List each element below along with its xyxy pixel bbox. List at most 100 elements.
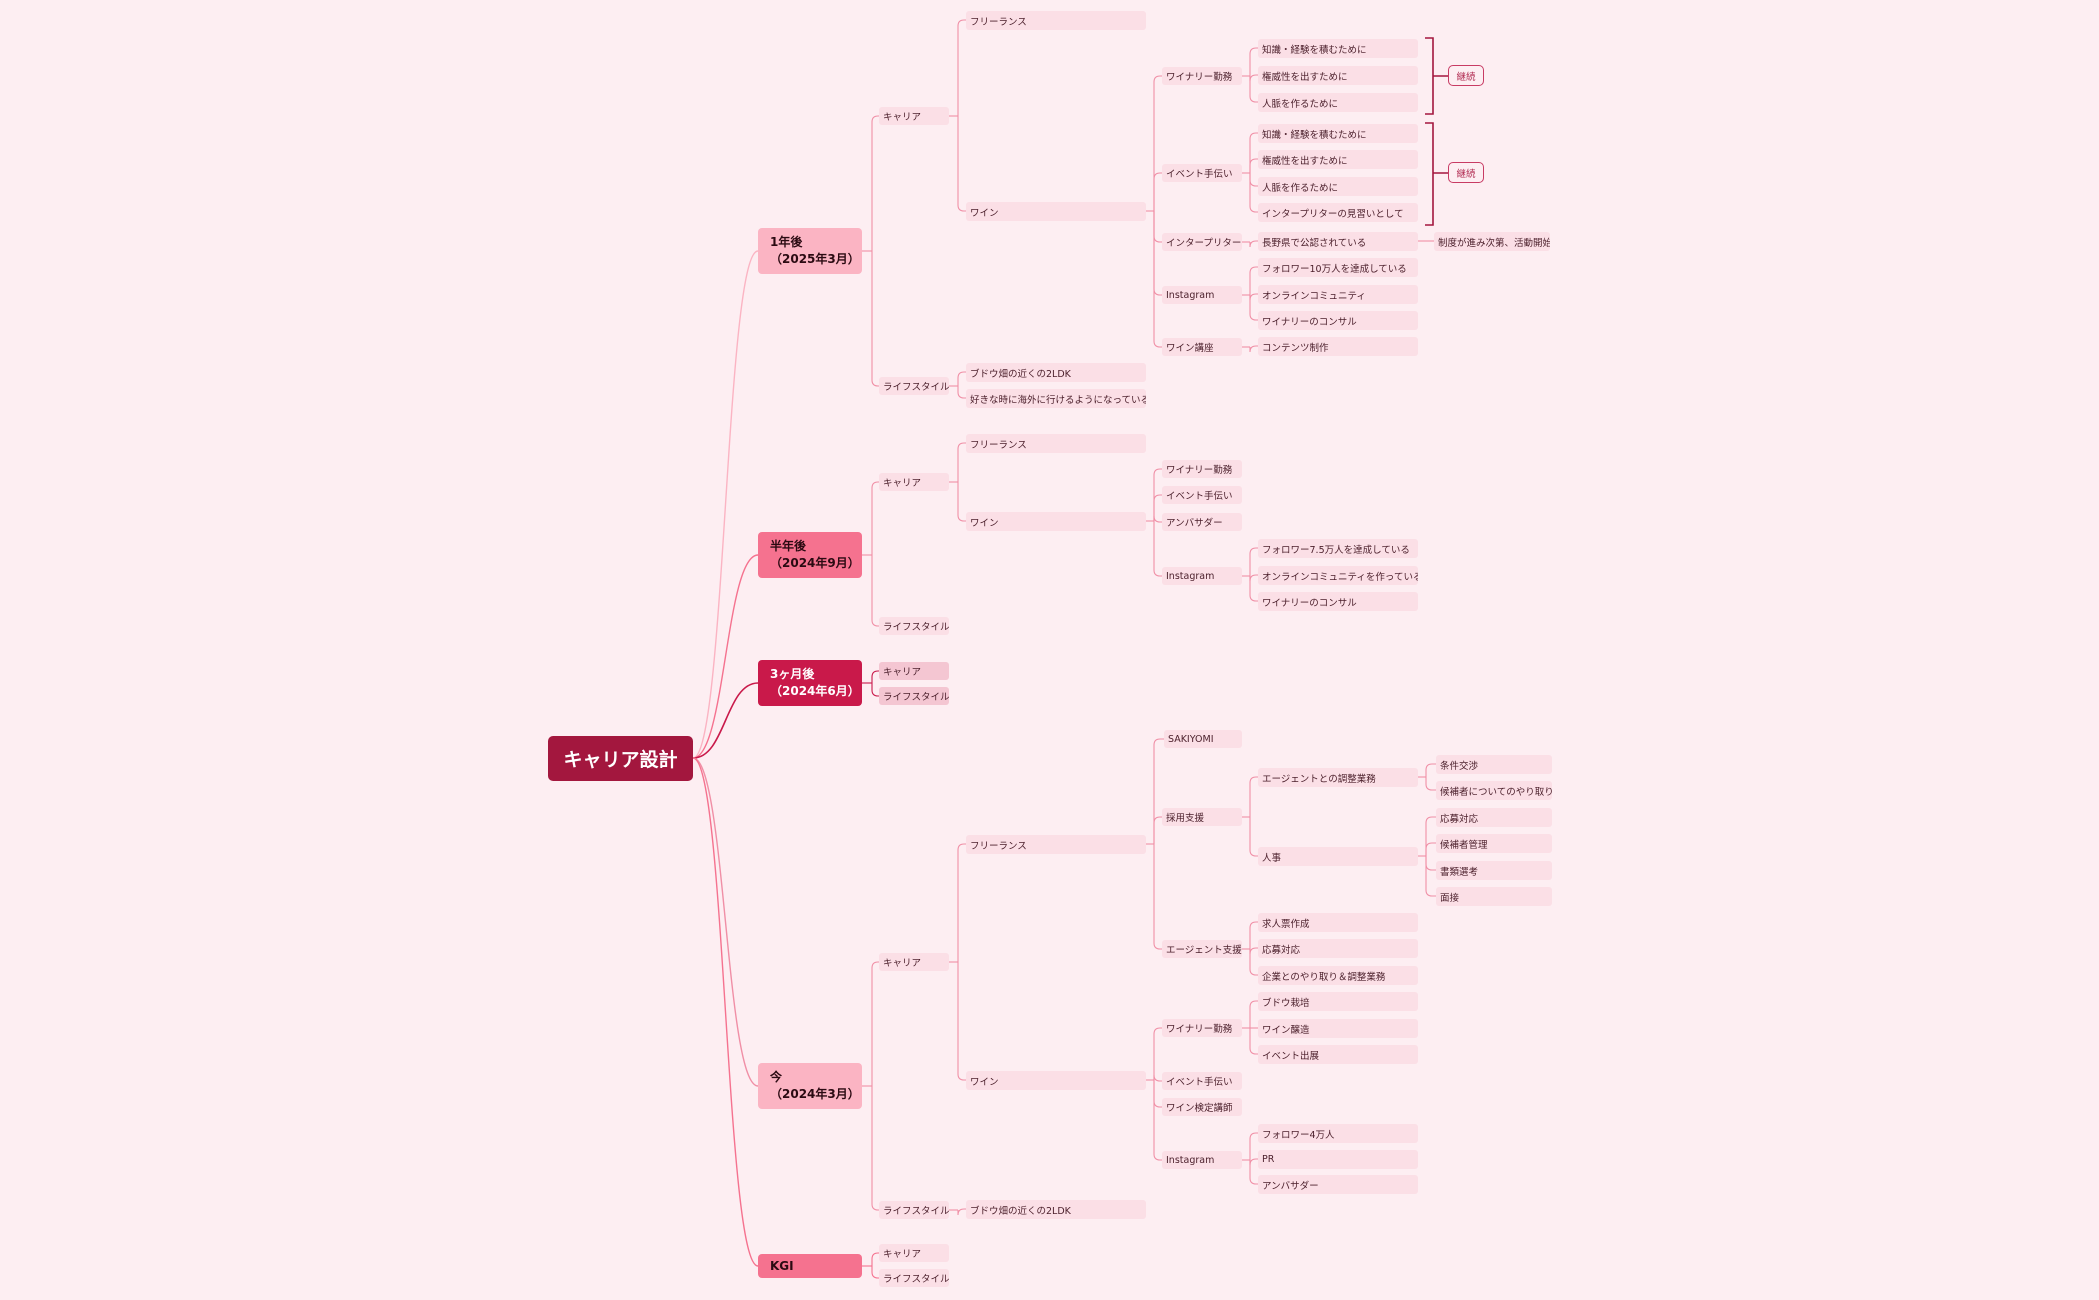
list-item[interactable]: 応募対応 [1436,808,1552,827]
connector-line [1249,949,1258,976]
connector-line [1249,1160,1258,1185]
branch-now[interactable]: 今 （2024年3月） [758,1063,862,1109]
list-item[interactable]: 人脈を作るために [1258,93,1418,112]
connector-line [957,19,966,116]
list-item[interactable]: 人脈を作るために [1258,177,1418,196]
wine-course-node[interactable]: ワイン講座 [1162,338,1242,356]
wine-node[interactable]: ワイン [966,202,1146,221]
recruiting-support-node[interactable]: 採用支援 [1162,808,1242,826]
branch-kgi[interactable]: KGI [758,1254,862,1278]
instagram-node[interactable]: Instagram [1162,286,1242,304]
interpreter-note[interactable]: 制度が進み次第、活動開始 [1434,232,1550,251]
list-item[interactable]: ワイナリー勤務 [1162,460,1242,478]
connector-line [871,555,879,627]
list-item[interactable]: 面接 [1436,887,1552,906]
freelance-node[interactable]: フリーランス [966,835,1146,854]
career-node[interactable]: キャリア [879,662,949,680]
winery-job-node[interactable]: ワイナリー勤務 [1162,67,1242,85]
list-item[interactable]: 権威性を出すために [1258,66,1418,85]
list-item[interactable]: 条件交渉 [1436,755,1552,774]
interpreter-node[interactable]: インタープリター [1162,233,1242,251]
connector-line [871,683,879,697]
connector-line [1153,211,1162,348]
wine-exam-node[interactable]: ワイン検定講師 [1162,1098,1242,1116]
wine-node[interactable]: ワイン [966,1071,1146,1090]
connector-line [1153,75,1162,211]
list-item[interactable]: ブドウ畑の近くの2LDK [966,363,1146,382]
list-item[interactable]: 求人票作成 [1258,913,1418,932]
career-node[interactable]: キャリア [879,1244,949,1262]
instagram-node[interactable]: Instagram [1162,1151,1242,1169]
career-node[interactable]: キャリア [879,107,949,125]
list-item[interactable]: ブドウ畑の近くの2LDK [966,1200,1146,1219]
connector-line [1249,574,1258,582]
connector-line [871,670,879,683]
event-help-node[interactable]: イベント手伝い [1162,164,1242,182]
lifestyle-node[interactable]: ライフスタイル [879,377,949,395]
freelance-node[interactable]: フリーランス [966,11,1146,30]
connector-line [1249,817,1258,857]
list-item[interactable]: オンラインコミュニティ [1258,285,1418,304]
list-item[interactable]: フォロワー10万人を達成している [1258,258,1418,277]
event-help-node[interactable]: イベント手伝い [1162,1072,1242,1090]
list-item[interactable]: コンテンツ制作 [1258,337,1418,356]
connector-line [1153,521,1162,577]
branch-half-year[interactable]: 半年後 （2024年9月） [758,532,862,578]
root-node[interactable]: キャリア設計 [548,736,693,781]
lifestyle-node[interactable]: ライフスタイル [879,1269,949,1287]
list-item[interactable]: 好きな時に海外に行けるようになっている [966,389,1146,408]
agent-coordination-node[interactable]: エージェントとの調整業務 [1258,768,1418,787]
sakiyomi-node[interactable]: SAKIYOMI [1164,730,1242,748]
list-item[interactable]: 候補者についてのやり取り [1436,781,1552,800]
freelance-node[interactable]: フリーランス [966,434,1146,453]
career-node[interactable]: キャリア [879,473,949,491]
list-item[interactable]: フォロワー7.5万人を達成している [1258,539,1418,558]
wine-node[interactable]: ワイン [966,512,1146,531]
continue-tag[interactable]: 継続 [1448,65,1484,86]
list-item[interactable]: 書類選考 [1436,861,1552,880]
list-item[interactable]: 権威性を出すために [1258,150,1418,169]
lifestyle-node[interactable]: ライフスタイル [879,617,949,635]
career-node[interactable]: キャリア [879,953,949,971]
interpreter-detail[interactable]: 長野県で公認されている [1258,232,1418,251]
connector-line [957,386,966,399]
list-item[interactable]: ワイナリーのコンサル [1258,311,1418,330]
list-item[interactable]: フォロワー4万人 [1258,1124,1418,1143]
list-item[interactable]: 知識・経験を積むために [1258,39,1418,58]
list-item[interactable]: イベント手伝い [1162,486,1242,504]
list-item[interactable]: 知識・経験を積むために [1258,124,1418,143]
connector-line [1249,776,1258,817]
connector-line [692,757,759,1087]
list-item[interactable]: ワイナリーのコンサル [1258,592,1418,611]
branch-three-months[interactable]: 3ヶ月後 （2024年6月） [758,660,862,706]
connector-line [1249,240,1258,248]
list-item[interactable]: イベント出展 [1258,1045,1418,1064]
list-item[interactable]: オンラインコミュニティを作っている [1258,566,1418,585]
connector-line [1249,576,1258,602]
continue-tag[interactable]: 継続 [1448,162,1484,183]
connector-line [1249,295,1258,321]
list-item[interactable]: アンバサダー [1162,513,1242,531]
connector-line [871,961,879,1086]
winery-job-node[interactable]: ワイナリー勤務 [1162,1019,1242,1037]
instagram-node[interactable]: Instagram [1162,567,1242,585]
lifestyle-node[interactable]: ライフスタイル [879,1201,949,1219]
lifestyle-node[interactable]: ライフスタイル [879,687,949,705]
hr-node[interactable]: 人事 [1258,847,1418,866]
agent-support-node[interactable]: エージェント支援 [1162,940,1242,958]
list-item[interactable]: ワイン醸造 [1258,1019,1418,1038]
list-item[interactable]: 候補者管理 [1436,834,1552,853]
list-item[interactable]: アンバサダー [1258,1175,1418,1194]
list-item[interactable]: インタープリターの見習いとして [1258,203,1418,222]
connector-line [957,482,966,522]
connector-line [692,757,759,1267]
list-item[interactable]: PR [1258,1150,1418,1169]
list-item[interactable]: 企業とのやり取り＆調整業務 [1258,966,1418,985]
list-item[interactable]: ブドウ栽培 [1258,992,1418,1011]
connector-line [1249,266,1258,295]
connector-line [1153,1080,1162,1108]
list-item[interactable]: 応募対応 [1258,939,1418,958]
connector-line [957,843,966,962]
branch-one-year[interactable]: 1年後 （2025年3月） [758,228,862,274]
